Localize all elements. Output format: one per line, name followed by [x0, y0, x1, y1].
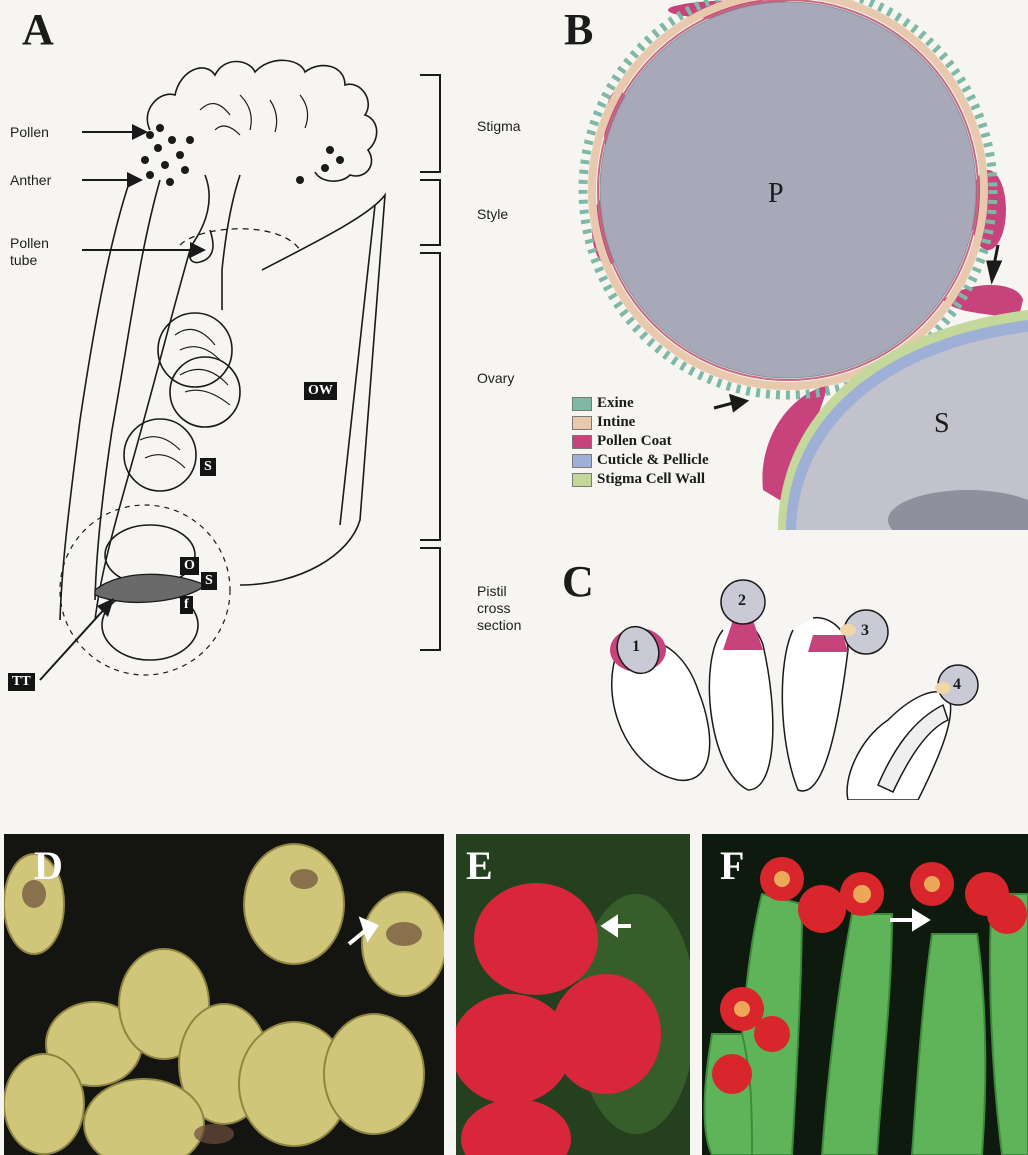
panel-d: D — [4, 834, 444, 1155]
micrograph-f — [702, 834, 1028, 1155]
panel-a: A — [0, 0, 560, 690]
label-pistil-cross-section: Pistil cross section — [477, 583, 521, 634]
panel-e-label: E — [466, 846, 493, 886]
pollen-grains — [141, 124, 344, 186]
ovule-1 — [158, 313, 232, 387]
legend-item: Exine — [572, 394, 709, 413]
panel-e: E — [456, 834, 690, 1155]
legend-label: Intine — [597, 413, 635, 432]
label-pollen: Pollen — [10, 124, 49, 141]
legend-label: Cuticle & Pellicle — [597, 451, 709, 470]
label-s: S — [934, 408, 950, 440]
legend-label: Stigma Cell Wall — [597, 470, 705, 489]
anther-filament-2 — [95, 180, 160, 600]
pollen-cytoplasm — [600, 2, 976, 378]
panel-c: C 1 2 3 4 — [548, 550, 1028, 800]
legend-label: Exine — [597, 394, 634, 413]
stigma-lines — [200, 95, 308, 135]
label-anther: Anther — [10, 172, 51, 189]
tag-s-section: S — [201, 572, 217, 590]
panel-f-label: F — [720, 846, 744, 886]
step-4: 4 — [953, 676, 961, 694]
legend-item: Intine — [572, 413, 709, 432]
legend-swatch — [572, 473, 592, 487]
step-1: 1 — [632, 638, 640, 656]
ovule-2 — [170, 357, 240, 427]
legend-swatch — [572, 435, 592, 449]
anther-filament — [60, 180, 130, 620]
papillae-sequence — [548, 550, 1028, 800]
pistil-drawing — [0, 0, 560, 690]
legend-swatch — [572, 397, 592, 411]
legend-swatch — [572, 416, 592, 430]
panel-f: F — [702, 834, 1028, 1155]
micrograph-d — [4, 834, 444, 1155]
legend-item: Pollen Coat — [572, 432, 709, 451]
ovary-wall-left — [95, 250, 190, 620]
legend-swatch — [572, 454, 592, 468]
tag-o: O — [180, 557, 199, 575]
tag-ow: OW — [304, 382, 337, 400]
ovary-wall-inner — [340, 205, 375, 525]
label-stigma: Stigma — [477, 118, 521, 135]
panel-d-label: D — [34, 846, 63, 886]
legend: Exine Intine Pollen Coat Cuticle & Pelli… — [572, 394, 709, 489]
label-p: P — [768, 178, 784, 210]
style-right-wall — [222, 175, 240, 310]
label-pollen-tube: Pollen tube — [10, 235, 49, 269]
tag-tt: TT — [8, 673, 35, 691]
tag-s-ovary: S — [200, 458, 216, 476]
step-2: 2 — [738, 592, 746, 610]
label-style: Style — [477, 206, 508, 223]
step-3: 3 — [861, 622, 869, 640]
region-brackets — [420, 75, 440, 650]
legend-label: Pollen Coat — [597, 432, 672, 451]
arrow-tt — [40, 605, 108, 680]
tag-f: f — [180, 596, 193, 614]
legend-item: Stigma Cell Wall — [572, 470, 709, 489]
label-ovary: Ovary — [477, 370, 514, 387]
legend-item: Cuticle & Pellicle — [572, 451, 709, 470]
